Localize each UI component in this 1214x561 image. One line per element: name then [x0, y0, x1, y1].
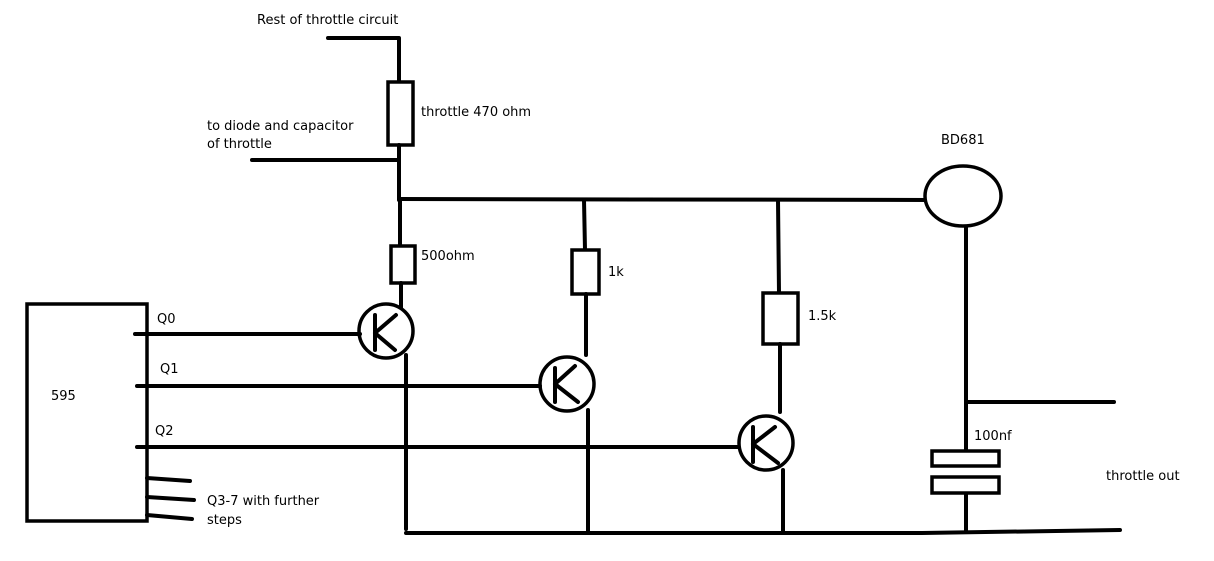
label-1k: 1k: [608, 265, 624, 280]
resistor-1k: [570, 248, 601, 296]
label-595: 595: [51, 389, 76, 404]
wire-branch2-top: [582, 198, 587, 252]
label-100nf: 100nf: [974, 429, 1012, 444]
label-q3-7-line1: Q3-7 with further: [207, 494, 320, 509]
transistor-q1-symbol: [553, 364, 580, 404]
transistor-q2: [737, 414, 795, 472]
label-throttle-out: throttle out: [1106, 469, 1180, 484]
label-q0: Q0: [157, 312, 176, 327]
wire-q3-7-b: [145, 495, 196, 502]
wire-ground-bus: [404, 528, 1122, 535]
transistor-q2-symbol: [751, 425, 780, 465]
transistor-bd681: [923, 164, 1003, 228]
resistor-500ohm: [389, 244, 417, 285]
wire-rest-of-circuit: [326, 36, 401, 84]
capacitor-plate-bottom: [930, 475, 1001, 495]
transistor-q0-symbol: [373, 313, 398, 352]
label-rest-of-circuit: Rest of throttle circuit: [257, 13, 398, 28]
wire-top-bus: [397, 197, 932, 202]
label-1-5k: 1.5k: [808, 309, 837, 324]
label-500ohm: 500ohm: [421, 249, 475, 264]
transistor-q0: [357, 302, 415, 360]
ic-595: [25, 302, 149, 523]
transistor-q1: [538, 355, 596, 413]
wire-branch3-top: [776, 198, 781, 295]
label-to-diode-line1: to diode and capacitor: [207, 119, 354, 134]
label-throttle-resistor: throttle 470 ohm: [421, 105, 531, 120]
resistor-1-5k: [761, 291, 800, 346]
label-bd681: BD681: [941, 133, 985, 148]
resistor-throttle-470: [386, 80, 415, 147]
wire-q3-7-c: [145, 513, 194, 521]
label-to-diode-line2: of throttle: [207, 137, 272, 152]
wire-q3-7-a: [145, 476, 192, 483]
capacitor-plate-top: [930, 449, 1001, 468]
label-q3-7-line2: steps: [207, 513, 242, 528]
label-q2: Q2: [155, 424, 174, 439]
label-q1: Q1: [160, 362, 179, 377]
